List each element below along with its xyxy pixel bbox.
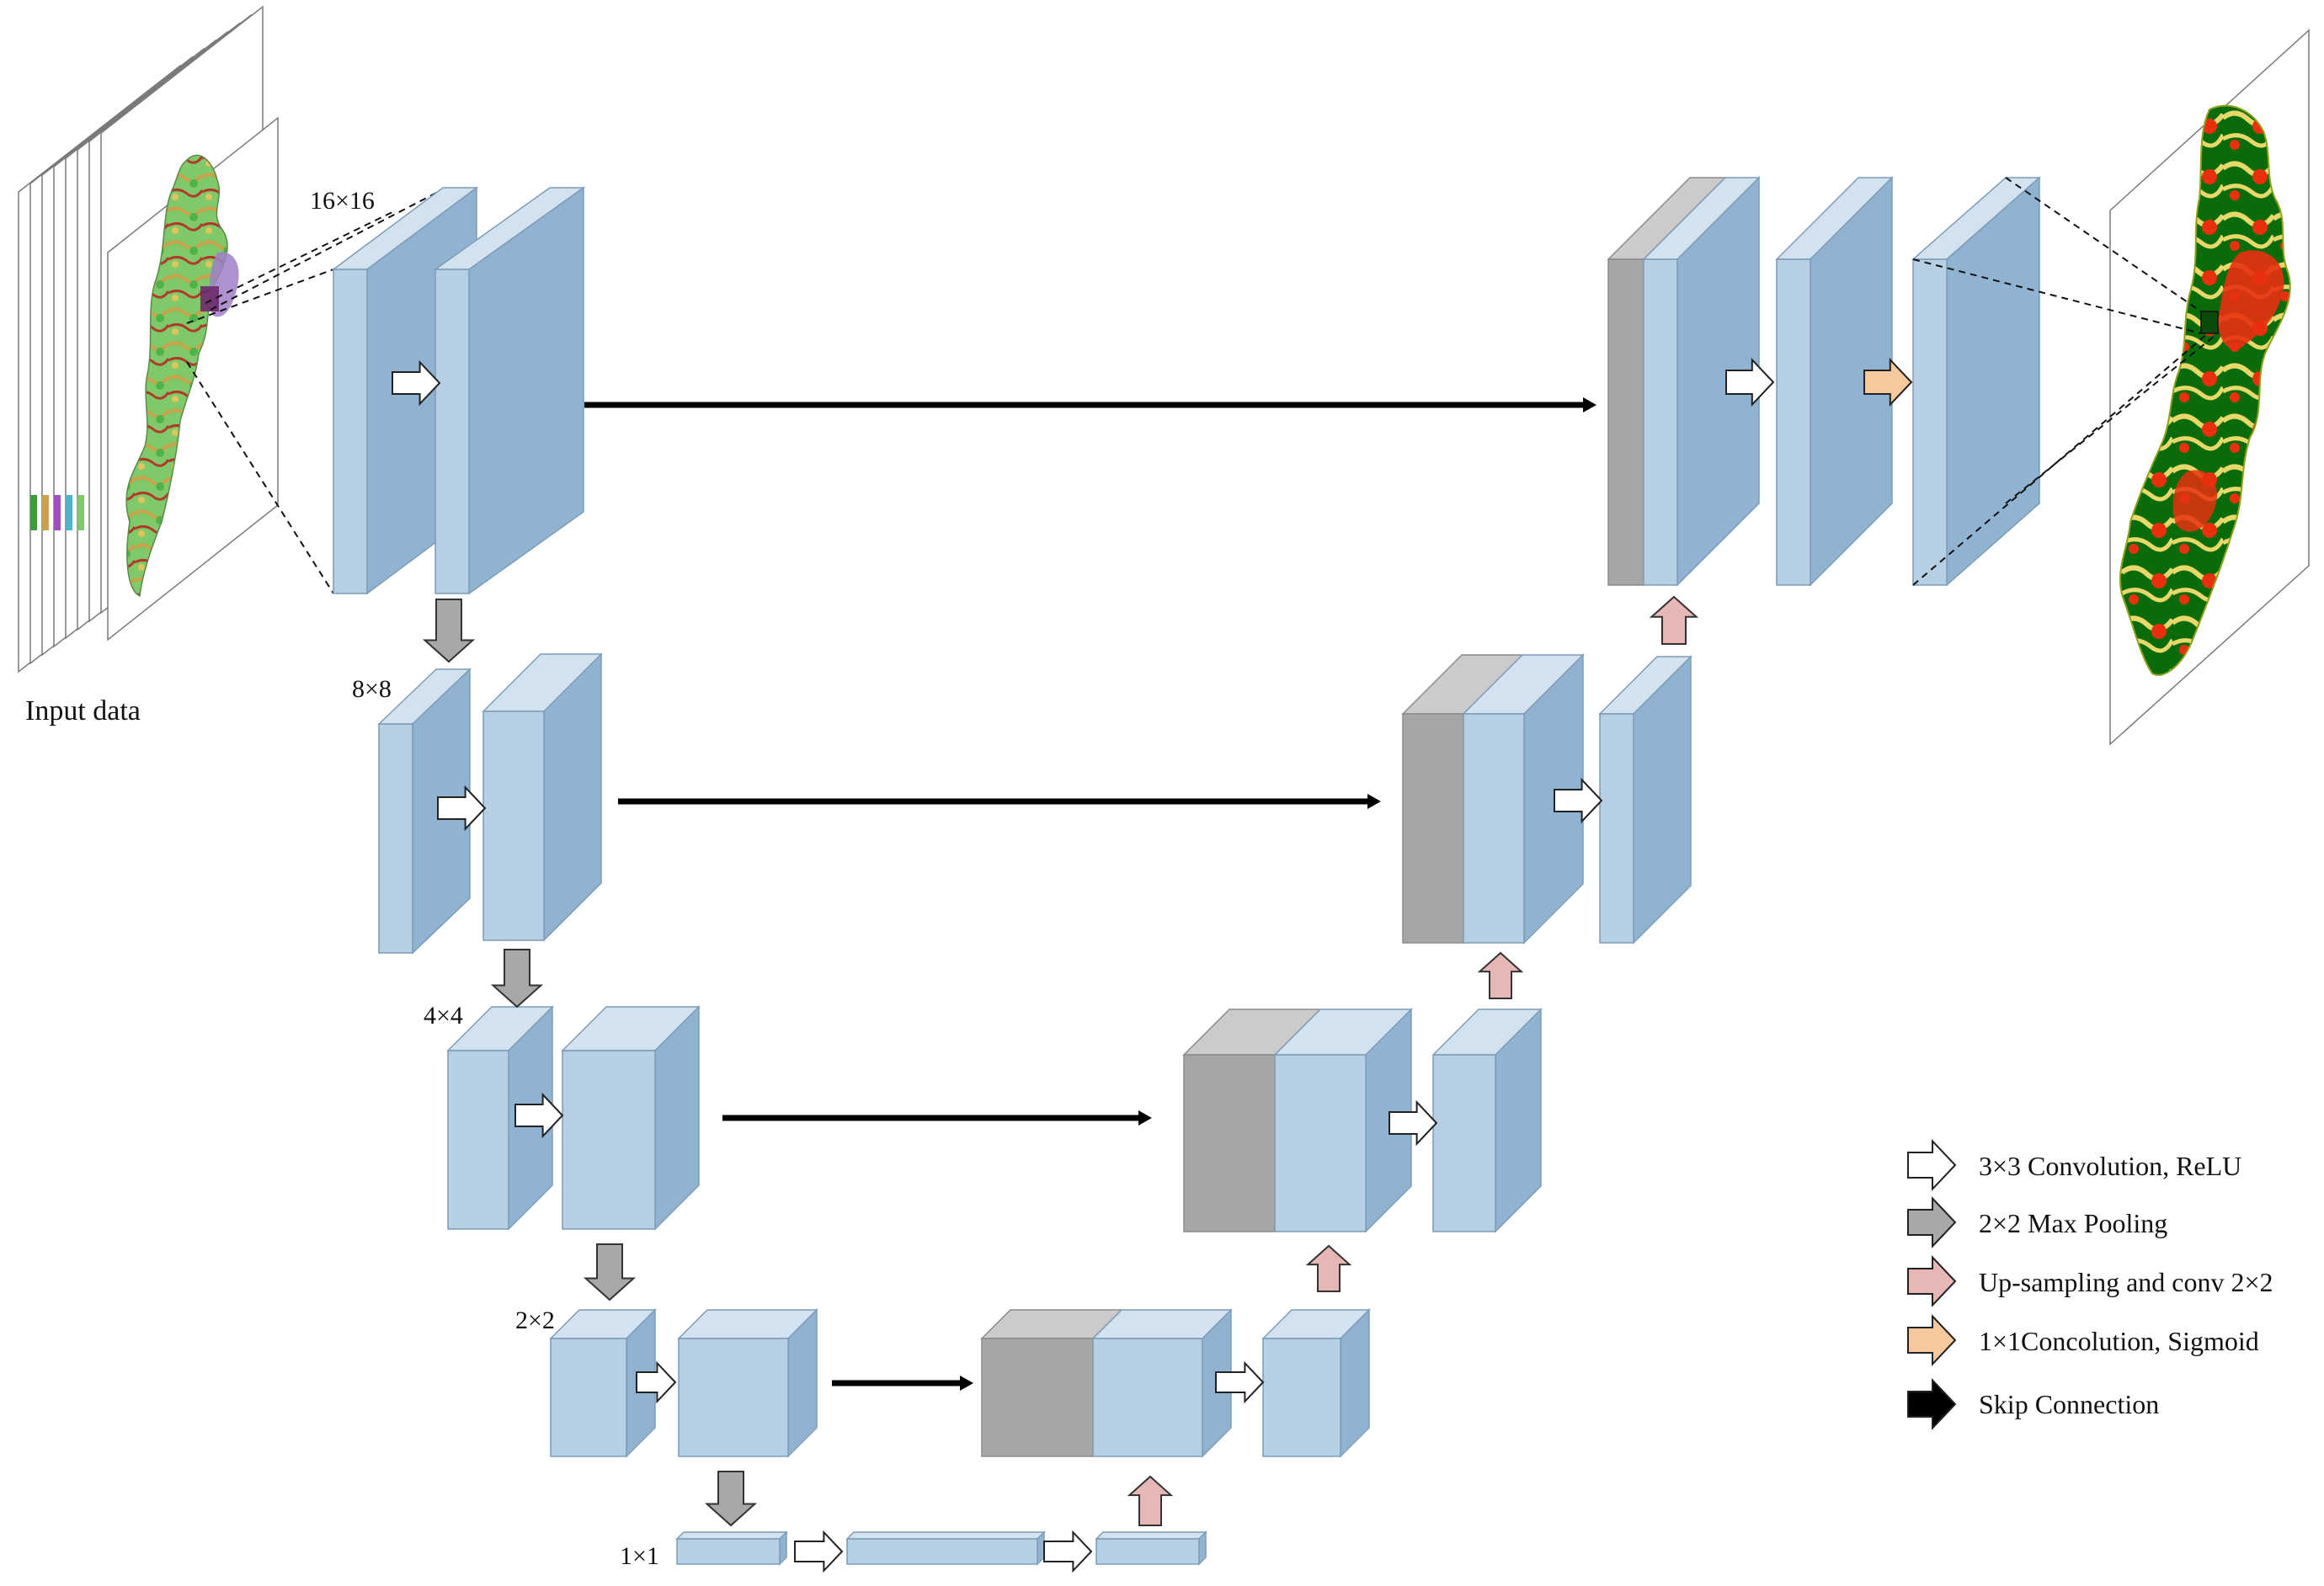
pool-arrow-icon <box>422 599 476 663</box>
block-dec4-concat <box>980 1308 1233 1458</box>
conv-arrow-icon <box>1043 1530 1093 1573</box>
upsample-arrow-icon <box>1305 1244 1352 1292</box>
input-layer-strip <box>66 495 72 530</box>
output-map <box>1912 29 2310 746</box>
conv-arrow-icon <box>1389 1099 1438 1147</box>
receptive-line <box>186 269 334 324</box>
input-data-label: Input data <box>25 695 141 726</box>
block-dec3-concat <box>1182 1008 1413 1233</box>
legend-item-upsample: Up-sampling and conv 2×2 <box>1907 1254 2273 1308</box>
input-layer-strip <box>30 495 37 530</box>
input-layer-strip <box>77 495 84 530</box>
legend: 3×3 Convolution, ReLU 2×2 Max Pooling Up… <box>1907 1138 2273 1431</box>
legend-label-sigmoid: 1×1Concolution, Sigmoid <box>1979 1326 2259 1356</box>
conv-arrow-icon <box>1554 777 1603 824</box>
legend-item-pool: 2×2 Max Pooling <box>1907 1195 2167 1249</box>
flow-arrows <box>392 357 1913 1573</box>
conv-arrow-icon <box>1215 1360 1265 1404</box>
output-risk-map <box>2119 104 2291 676</box>
upsample-arrow-icon <box>1649 595 1699 645</box>
block-bottleneck-b <box>845 1530 1046 1566</box>
output-receptive-line <box>1912 333 2209 586</box>
sigmoid-arrow-icon <box>1863 357 1913 407</box>
output-receptive-line <box>1912 258 2202 334</box>
output-receptive-line <box>2005 177 2202 312</box>
input-patch <box>200 286 219 311</box>
orange-arrow-icon <box>1907 1313 1957 1367</box>
skip-connection-16 <box>584 397 1596 412</box>
upsample-arrow-icon <box>1477 951 1524 999</box>
block-bottleneck-c <box>1095 1530 1207 1566</box>
block-dec4-out <box>1261 1308 1371 1458</box>
conv-arrow-icon <box>437 785 487 832</box>
size-label-4: 4×4 <box>424 1002 463 1030</box>
size-label-16: 16×16 <box>310 187 375 215</box>
upsample-arrow-icon <box>1127 1475 1174 1526</box>
block-enc4-a <box>549 1308 657 1458</box>
feature-blocks <box>331 176 2041 1566</box>
pool-arrow-icon <box>704 1471 758 1527</box>
receptive-lines <box>186 189 444 594</box>
block-dec2-out <box>1598 655 1692 945</box>
receptive-line <box>210 189 444 311</box>
black-arrow-icon <box>1907 1377 1957 1431</box>
legend-label-upsample: Up-sampling and conv 2×2 <box>1979 1267 2273 1297</box>
size-label-1: 1×1 <box>620 1542 659 1570</box>
block-dec1-concat <box>1607 176 1761 587</box>
receptive-line <box>186 361 334 594</box>
output-patch <box>2200 311 2219 334</box>
conv-arrow-icon <box>794 1530 844 1573</box>
skip-connection-8 <box>618 794 1381 809</box>
skip-connection-2 <box>832 1376 973 1391</box>
block-enc2-b <box>482 652 603 942</box>
size-label-2: 2×2 <box>515 1307 555 1334</box>
pool-arrow-icon <box>490 949 544 1009</box>
block-enc4-b <box>677 1308 818 1458</box>
input-terrain-map <box>125 154 228 598</box>
size-label-8: 8×8 <box>352 675 392 703</box>
legend-item-sigmoid: 1×1Concolution, Sigmoid <box>1907 1313 2259 1367</box>
legend-item-skip: Skip Connection <box>1907 1377 2159 1431</box>
input-layer-strip <box>42 495 49 530</box>
white-arrow-icon <box>1907 1138 1957 1192</box>
legend-label-pool: 2×2 Max Pooling <box>1979 1208 2167 1238</box>
block-enc1-b <box>433 186 586 595</box>
skip-connections <box>584 397 1596 1391</box>
output-high-risk-zone <box>2172 470 2218 532</box>
input-map <box>107 116 279 641</box>
conv-arrow-icon <box>514 1092 564 1139</box>
pink-arrow-icon <box>1907 1254 1957 1308</box>
pool-arrow-icon <box>583 1243 637 1301</box>
legend-label-conv: 3×3 Convolution, ReLU <box>1979 1151 2241 1181</box>
block-bottleneck-a <box>675 1530 788 1566</box>
block-dec1-b <box>1775 176 1894 587</box>
output-high-risk-zone <box>2218 250 2284 349</box>
output-receptive-line <box>2005 333 2219 504</box>
gray-arrow-icon <box>1907 1195 1957 1249</box>
legend-label-skip: Skip Connection <box>1979 1389 2159 1419</box>
block-dec1-c <box>1911 176 2041 587</box>
input-layer-strip <box>54 495 61 530</box>
skip-connection-4 <box>722 1110 1152 1126</box>
legend-item-conv: 3×3 Convolution, ReLU <box>1907 1138 2241 1192</box>
block-dec3-out <box>1431 1008 1543 1233</box>
conv-arrow-icon <box>1725 357 1775 407</box>
conv-arrow-icon <box>392 359 441 407</box>
conv-arrow-icon <box>636 1360 677 1404</box>
block-enc3-b <box>561 1005 701 1231</box>
